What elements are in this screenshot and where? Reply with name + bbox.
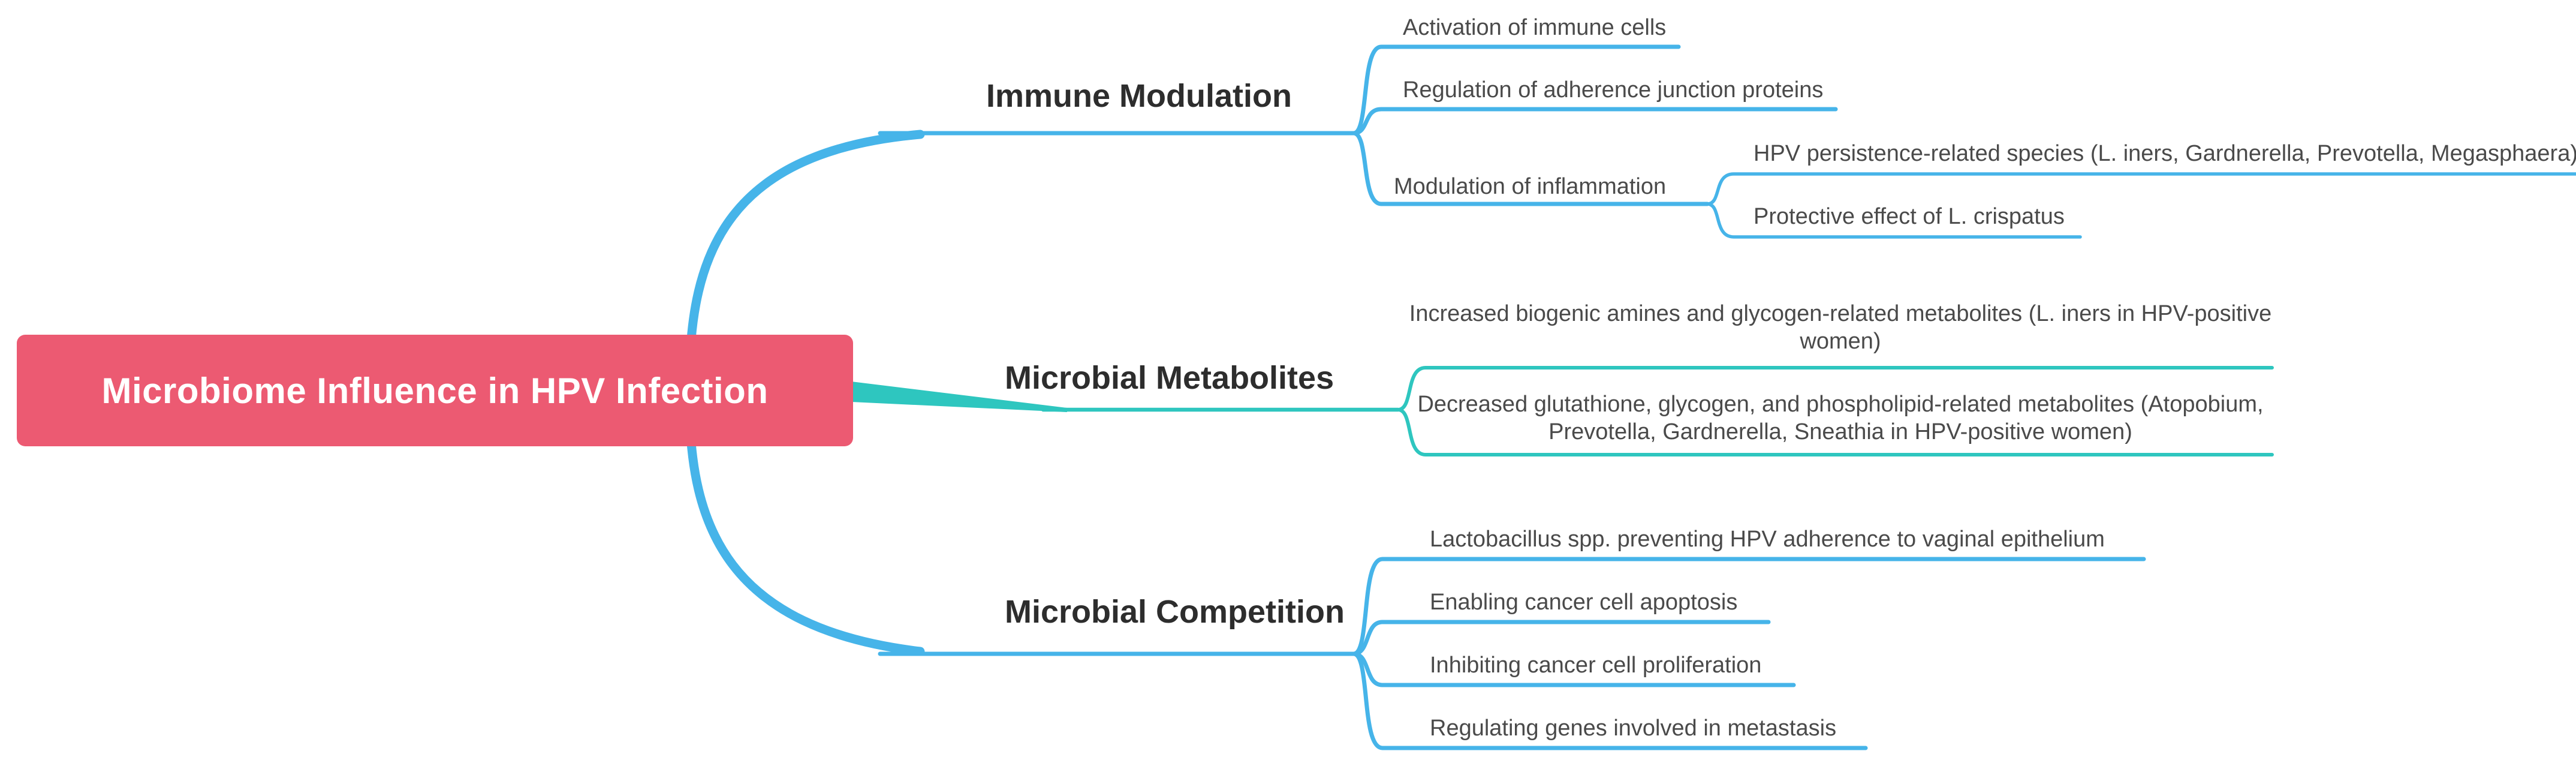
edge-regulating-genes-metastasis <box>1351 651 1868 750</box>
node-increased-biogenic-amines[interactable]: Increased biogenic amines and glycogen-r… <box>1409 301 2272 354</box>
branch-microbial-competition[interactable]: Microbial Competition <box>1005 594 1345 630</box>
node-inhibiting-cancer-cell-proliferation[interactable]: Inhibiting cancer cell proliferation <box>1430 653 1762 678</box>
edge-hpv-persistence-related-species <box>1706 172 2576 206</box>
edge-root-to-microbial-metabolites-wedge <box>851 382 1067 412</box>
node-activation-of-immune-cells[interactable]: Activation of immune cells <box>1403 15 1667 40</box>
edge-root-to-microbial-competition <box>685 394 925 656</box>
node-enabling-cancer-cell-apoptosis[interactable]: Enabling cancer cell apoptosis <box>1430 590 1738 615</box>
branch-immune-modulation[interactable]: Immune Modulation <box>986 78 1292 114</box>
edge-protective-effect-l-crispatus <box>1706 202 2082 239</box>
edge-decreased-glutathione <box>1396 408 2274 456</box>
node-modulation-of-inflammation[interactable]: Modulation of inflammation <box>1394 174 1667 199</box>
edge-increased-biogenic-amines <box>1396 366 2274 411</box>
edge-lactobacillus-preventing-adherence <box>1351 557 2146 656</box>
edge-root-to-immune-modulation <box>685 130 925 389</box>
branch-microbial-metabolites[interactable]: Microbial Metabolites <box>1005 360 1334 396</box>
edge-regulation-of-adherence-junction-proteins <box>1351 107 1838 136</box>
edge-modulation-of-inflammation <box>1351 131 1710 206</box>
node-hpv-persistence-related-species[interactable]: HPV persistence-related species (L. iner… <box>1754 141 2576 166</box>
root-node[interactable]: Microbiome Influence in HPV Infection <box>17 335 853 446</box>
node-decreased-glutathione[interactable]: Decreased glutathione, glycogen, and pho… <box>1417 392 2264 444</box>
edge-activation-of-immune-cells <box>1351 44 1681 136</box>
node-protective-effect-l-crispatus[interactable]: Protective effect of L. crispatus <box>1754 204 2065 229</box>
edge-enabling-cancer-cell-apoptosis <box>1351 620 1771 656</box>
node-lactobacillus-preventing-adherence[interactable]: Lactobacillus spp. preventing HPV adhere… <box>1430 527 2105 552</box>
node-regulation-of-adherence-junction-proteins[interactable]: Regulation of adherence junction protein… <box>1403 77 1824 103</box>
node-regulating-genes-metastasis[interactable]: Regulating genes involved in metastasis <box>1430 716 1837 741</box>
